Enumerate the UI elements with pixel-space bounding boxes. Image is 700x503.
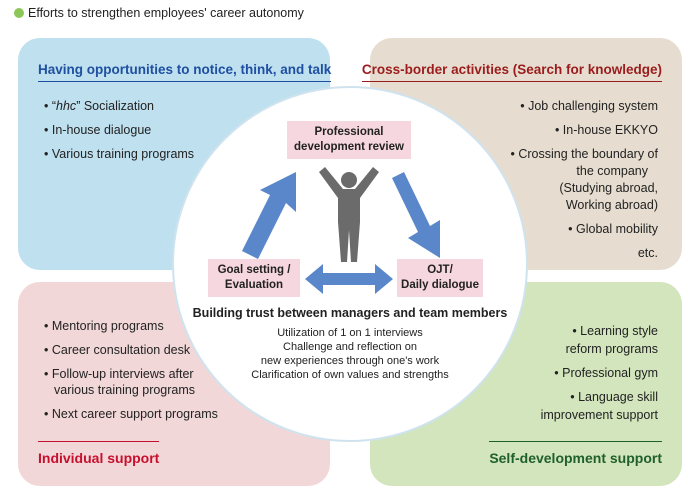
list-item: • Global mobility — [568, 222, 658, 236]
list-item: etc. — [637, 246, 658, 260]
center-heading: Building trust between managers and team… — [192, 306, 508, 320]
list-item: • Language skill — [570, 390, 658, 404]
quadrant-title: Self-development support — [489, 441, 662, 466]
list-item: • Crossing the boundary of — [510, 147, 658, 161]
bullet-list: “hhc” Socialization In-house dialogue Va… — [44, 98, 194, 170]
list-item-continuation: reform programs — [565, 342, 658, 356]
list-item: • In-house EKKYO — [554, 123, 658, 137]
description-line: new experiences through one's work — [260, 355, 440, 367]
ojt-daily-dialogue-box: OJT/Daily dialogue — [397, 259, 483, 297]
center-description: Utilization of 1 on 1 interviews Challen… — [172, 326, 528, 382]
bullet-list: • Job challenging system • In-house EKKY… — [510, 98, 658, 262]
list-item: In-house dialogue — [44, 122, 194, 138]
page-title: Efforts to strengthen employees' career … — [14, 6, 304, 20]
list-item: • Professional gym — [554, 366, 658, 380]
description-line: Utilization of 1 on 1 interviews — [277, 327, 423, 339]
description-line: Clarification of own values and strength… — [251, 369, 449, 381]
list-item: • Job challenging system — [520, 99, 658, 113]
list-item-continuation: Working abroad) — [565, 198, 658, 212]
list-item: “hhc” Socialization — [44, 98, 194, 114]
page-title-text: Efforts to strengthen employees' career … — [28, 6, 304, 20]
bullet-list: • Learning style reform programs • Profe… — [541, 322, 658, 424]
list-item: Next career support programs — [44, 406, 218, 422]
list-item: Career consultation desk — [44, 342, 218, 358]
bullet-list: Mentoring programs Career consultation d… — [44, 318, 218, 430]
person-raising-arms-icon — [319, 167, 379, 262]
list-item: • Learning style — [572, 324, 658, 338]
list-item-continuation: improvement support — [540, 408, 658, 422]
quadrant-title: Having opportunities to notice, think, a… — [38, 62, 332, 82]
list-item-continuation: (Studying abroad, — [559, 181, 658, 195]
bullet-dot-icon — [14, 8, 24, 18]
double-arrow-icon — [305, 264, 393, 294]
goal-setting-evaluation-box: Goal setting /Evaluation — [208, 259, 300, 297]
list-item: Mentoring programs — [44, 318, 218, 334]
list-item: Various training programs — [44, 146, 194, 162]
quadrant-title: Cross-border activities (Search for know… — [361, 62, 662, 82]
arrow-down-right-icon — [392, 172, 440, 258]
arrow-up-right-icon — [242, 172, 296, 259]
description-line: Challenge and reflection on — [283, 341, 417, 353]
list-item-continuation: the company — [576, 164, 648, 178]
quadrant-title: Individual support — [38, 441, 160, 466]
